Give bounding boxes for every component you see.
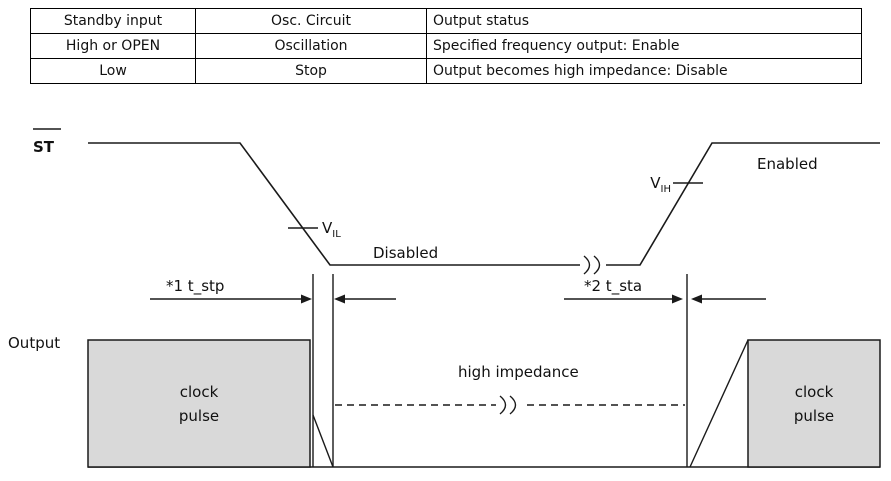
vil-label: VIL — [322, 219, 341, 240]
cell-output-enable: Specified frequency output: Enable — [426, 33, 862, 59]
st-label: ST — [33, 138, 55, 156]
cell-osc-stop: Stop — [195, 58, 427, 84]
header-standby-input: Standby input — [30, 8, 196, 34]
header-osc-circuit: Osc. Circuit — [195, 8, 427, 34]
clock-pulse-text-line2: pulse — [794, 407, 834, 425]
t-stp-arrowhead-left — [334, 294, 345, 304]
t-stp-label: *1 t_stp — [166, 277, 224, 296]
cell-standby-low: Low — [30, 58, 196, 84]
break-mark — [583, 255, 591, 275]
header-output-status: Output status — [426, 8, 862, 34]
output-start-edge — [689, 339, 749, 468]
high-impedance-label: high impedance — [458, 363, 579, 381]
st-waveform — [88, 142, 880, 266]
clock-pulse-text-line2: pulse — [179, 407, 219, 425]
disabled-label: Disabled — [373, 244, 438, 262]
timing-diagram: ST VIL VIH Disabled Enabled *1 t_stp *2 … — [8, 128, 881, 468]
t-sta-label: *2 t_sta — [584, 277, 642, 296]
break-mask — [496, 394, 522, 416]
t-stp-arrowhead-right — [301, 294, 312, 304]
st-line-break-symbol — [580, 254, 606, 276]
enabled-label: Enabled — [757, 155, 818, 173]
break-mark — [593, 255, 601, 275]
vil-subscript: IL — [332, 229, 341, 240]
vil-letter: V — [322, 219, 333, 237]
clock-pulse-block-right — [747, 339, 881, 468]
clock-pulse-block-left — [87, 339, 311, 468]
table-row: High or OPEN Oscillation Specified frequ… — [30, 33, 862, 59]
vih-subscript: IH — [661, 184, 671, 195]
clock-pulse-text-line1: clock — [180, 383, 219, 401]
table-row: Low Stop Output becomes high impedance: … — [30, 58, 862, 84]
output-label: Output — [8, 334, 60, 352]
cell-output-disable: Output becomes high impedance: Disable — [426, 58, 862, 84]
break-mask — [580, 254, 606, 276]
cell-standby-high: High or OPEN — [30, 33, 196, 59]
cell-osc-oscillation: Oscillation — [195, 33, 427, 59]
standby-function-table: Standby input Osc. Circuit Output status… — [30, 8, 862, 84]
t-sta-arrowhead-right — [672, 294, 683, 304]
break-mark — [509, 395, 517, 415]
t-sta-arrowhead-left — [691, 294, 702, 304]
output-stop-edge — [312, 414, 334, 468]
clock-pulse-text-line1: clock — [795, 383, 834, 401]
vih-label: VIH — [650, 174, 671, 195]
table-header-row: Standby input Osc. Circuit Output status — [30, 8, 862, 34]
hiz-line-break-symbol — [496, 394, 522, 416]
vih-letter: V — [650, 174, 661, 192]
break-mark — [499, 395, 507, 415]
